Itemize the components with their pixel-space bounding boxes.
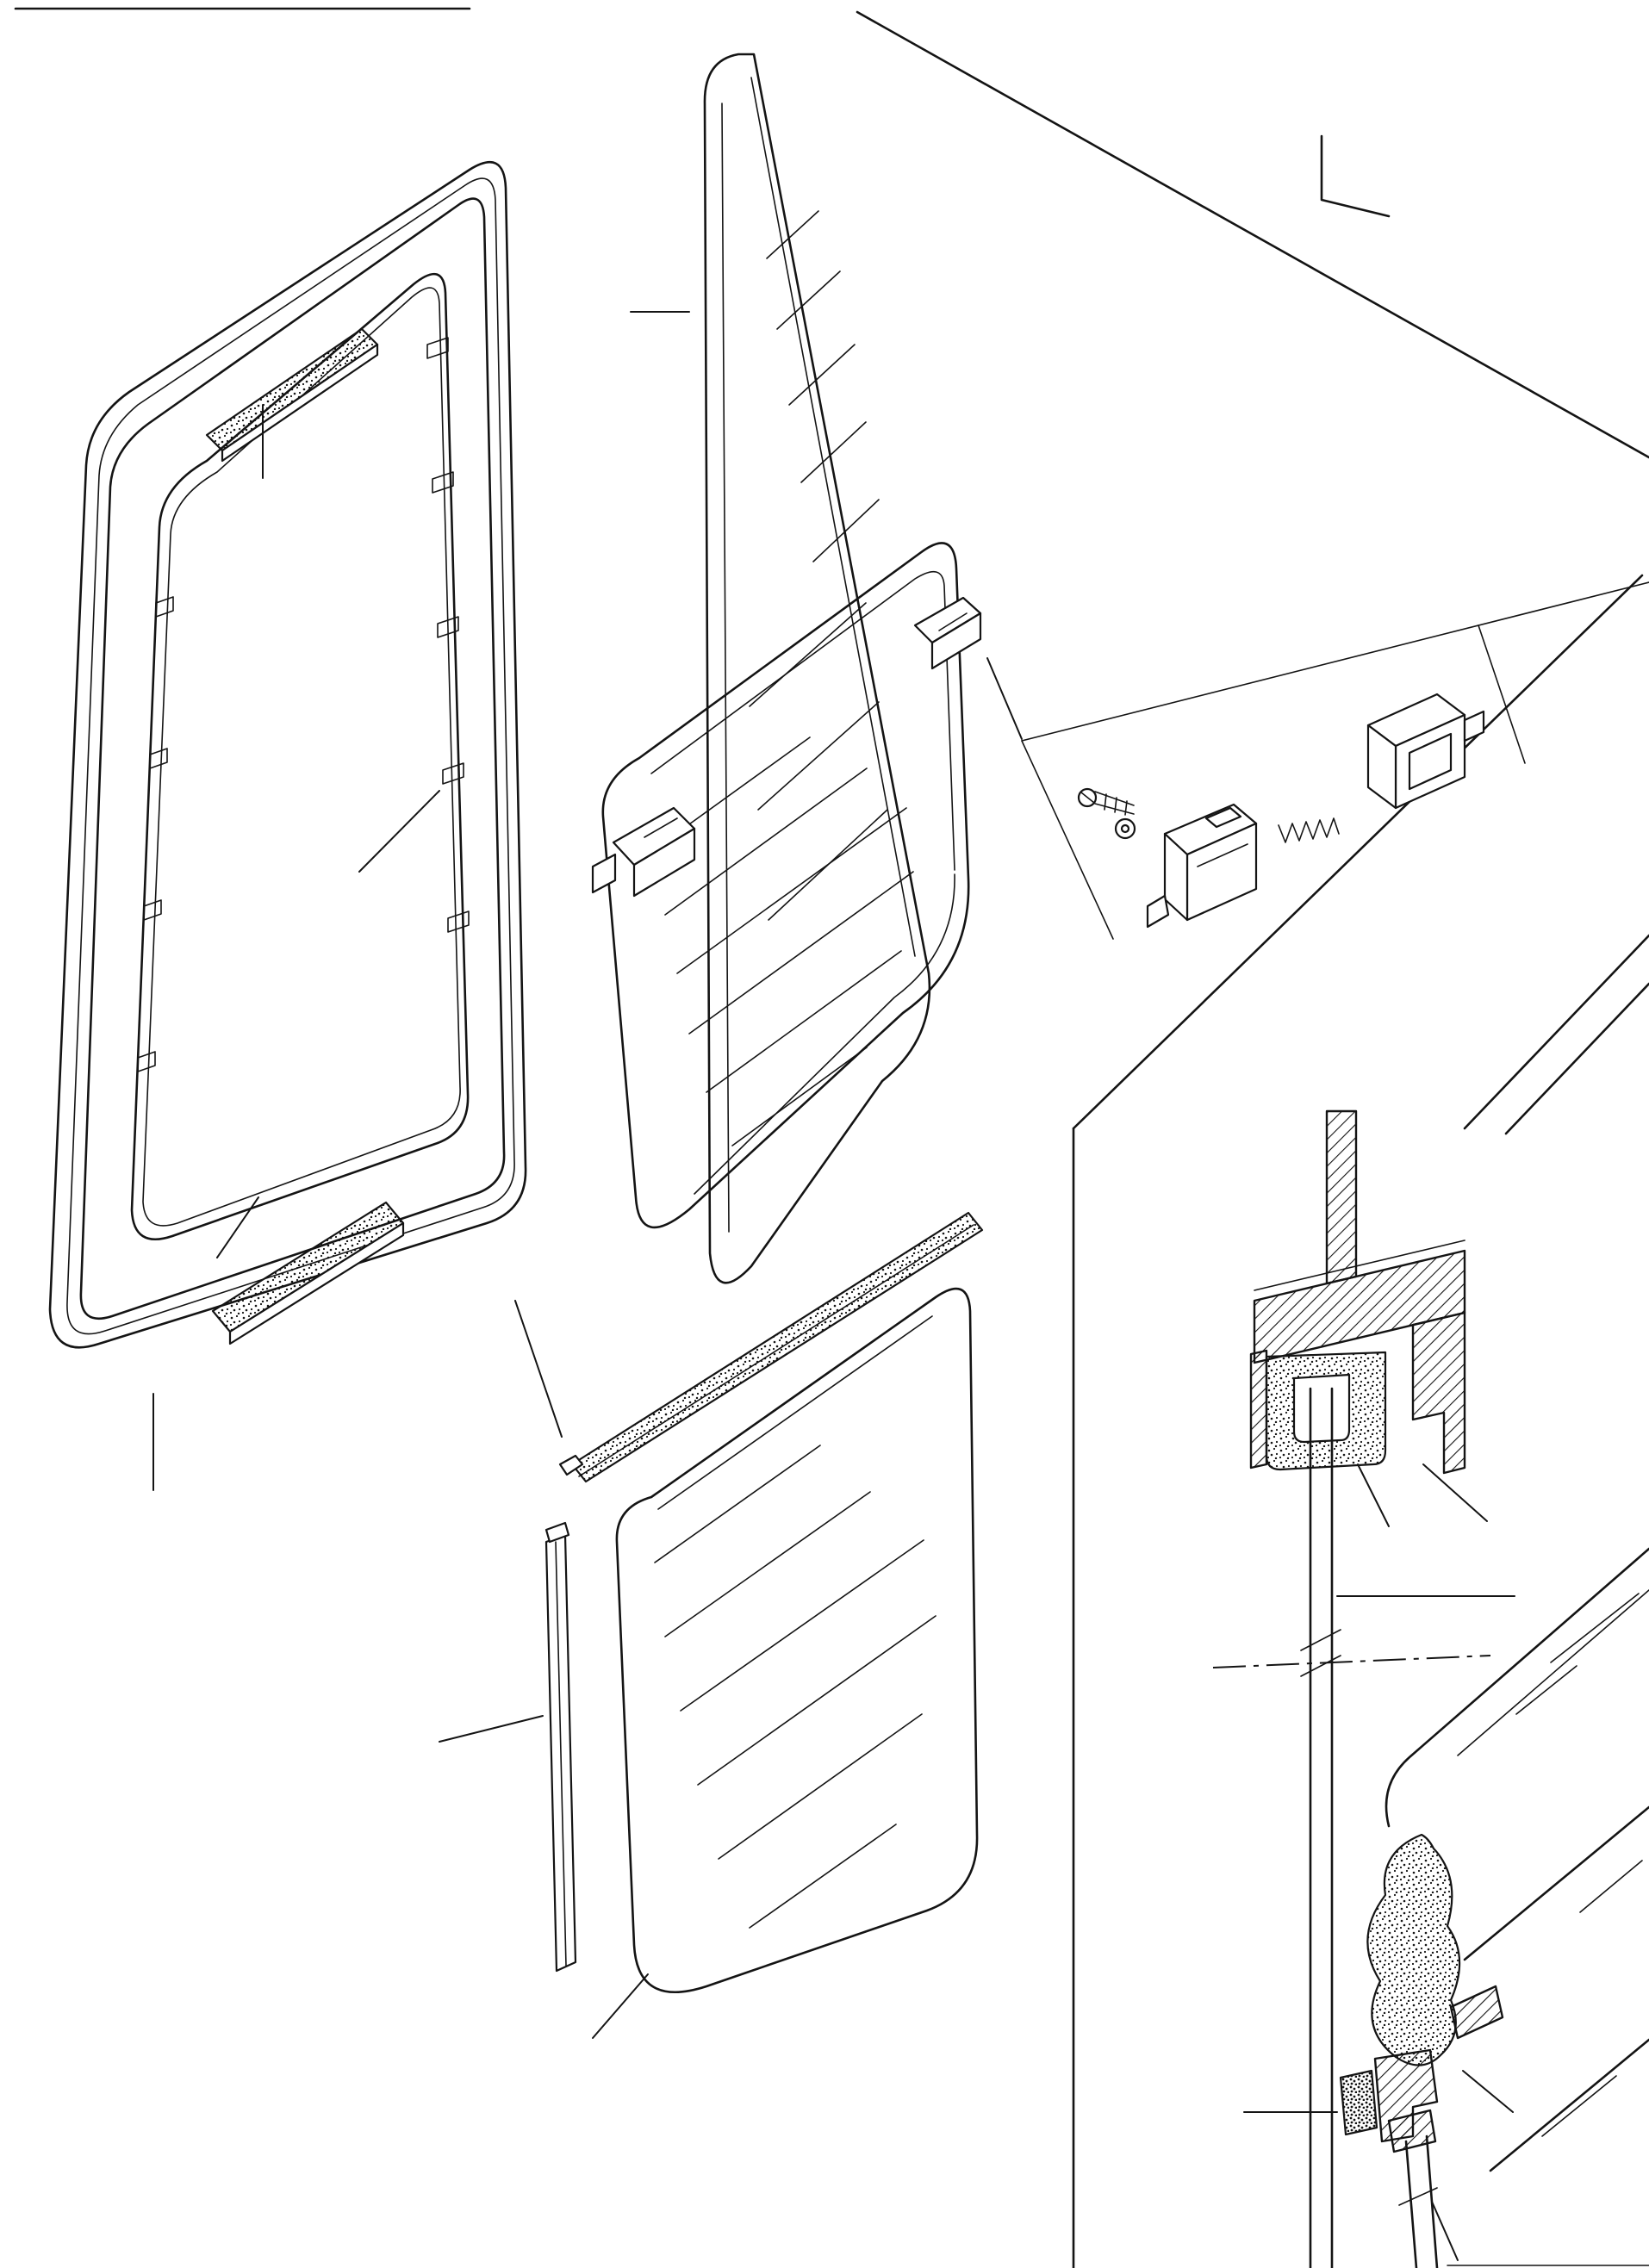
flocked-clip [1339, 2069, 1378, 2136]
door-body-lines [856, 10, 1649, 2268]
top-channel-rail [558, 1211, 984, 1483]
section-top-leaders [1336, 1463, 1515, 1597]
latch-region-outline [1021, 581, 1649, 940]
latch-slider [1146, 803, 1258, 929]
weatherstrip-retainer [1373, 2048, 1439, 2143]
section-bottom-leaders [1243, 2070, 1514, 2261]
leader-to-clip [986, 657, 1023, 740]
section-detail-bottom [1243, 1833, 1514, 2268]
inner-flange [1449, 1985, 1504, 2040]
door-glass-leaders [439, 1300, 649, 2039]
frame-clip-notches-left [137, 596, 174, 1072]
center-break-line [1212, 1655, 1491, 1668]
reflection-lines [749, 210, 888, 921]
quarter-glass [591, 542, 982, 1229]
left-channel-strip [544, 1521, 577, 1973]
foam-strip-bottom [211, 1201, 405, 1345]
reflection-lines [654, 1445, 937, 1929]
door-glass [439, 1211, 984, 2039]
latch-hardware-set [986, 581, 1649, 940]
reflection-lines [661, 736, 914, 1146]
glass-clip-top [913, 596, 982, 670]
callout-bracket [1320, 134, 1391, 218]
foam-strip-top [205, 327, 379, 463]
division-bar-glass [630, 53, 931, 1284]
frame-leader-lines [152, 404, 440, 1491]
belt-weatherstrip [1366, 1833, 1461, 2066]
latch-spring [1278, 817, 1340, 843]
section-detail-top [1212, 1109, 1515, 2268]
section-glass [1300, 1387, 1341, 2268]
latch-screw [1077, 787, 1135, 816]
lower-glass-retainer [1387, 2109, 1437, 2153]
latch-catch-housing [1366, 693, 1485, 810]
window-frame-seal [48, 160, 527, 1491]
frame-clip-notches-right [426, 337, 470, 933]
glass-clip-left [591, 806, 696, 898]
latch-washer [1114, 817, 1136, 840]
